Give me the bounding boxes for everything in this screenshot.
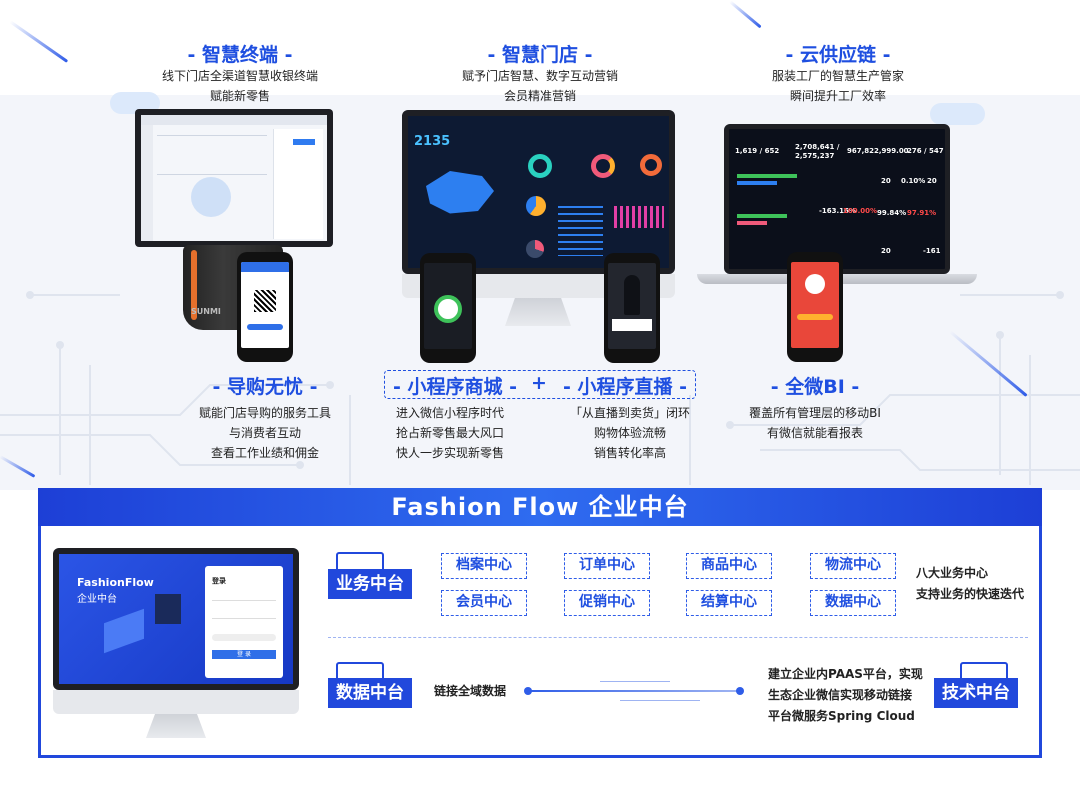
- section-desc-line: 赋能新零售: [209, 89, 270, 103]
- imac-chin: [53, 690, 299, 714]
- isometric-rack-icon: [155, 594, 181, 624]
- mini-program-dashbox: [384, 370, 696, 399]
- phone-live-stream: [604, 253, 660, 363]
- login-title: 登录: [212, 577, 226, 585]
- bi-metric: 1,619 / 652: [735, 147, 780, 155]
- section-title-bi: - 全微BI -: [770, 376, 860, 398]
- section-desc-line: 赋能门店导购的服务工具: [198, 406, 331, 420]
- pos-brand: SUNMI: [191, 307, 221, 316]
- connector-dot: [524, 687, 532, 695]
- business-desc-line: 支持业务的快速迭代: [916, 587, 1025, 601]
- section-desc-line: 会员精准营销: [503, 89, 576, 103]
- fashion-flow-banner: Fashion Flow 企业中台: [38, 488, 1042, 526]
- business-desc-line: 八大业务中心: [916, 566, 989, 580]
- section-desc-line: 购物体验流畅: [593, 426, 666, 440]
- section-desc-line: 有微信就能看报表: [766, 426, 863, 440]
- bi-small: 97.91%: [907, 209, 937, 217]
- qr-code-icon: [254, 290, 276, 312]
- tech-desc-line: 平台微服务Spring Cloud: [768, 709, 915, 723]
- bi-metric: 2,708,641 / 2,575,237: [795, 143, 840, 160]
- bi-dashboard-screen: 1,619 / 652 2,708,641 / 2,575,237 967,82…: [724, 124, 950, 274]
- section-desc-line: 进入微信小程序时代: [395, 406, 504, 420]
- connector-dot: [736, 687, 744, 695]
- connector-line: [600, 681, 670, 682]
- imac-stand: [146, 714, 206, 738]
- data-platform-badge: 数据中台: [328, 678, 412, 708]
- bi-small: 100.00%: [843, 207, 878, 215]
- center-settlement: 结算中心: [686, 590, 772, 616]
- section-desc-line: 销售转化率高: [593, 446, 666, 460]
- bi-metric: 276 / 547: [907, 147, 944, 155]
- cloud-icon: [110, 92, 160, 114]
- center-logistics: 物流中心: [810, 553, 896, 579]
- connector-line: [528, 690, 738, 692]
- platform-frame: [38, 526, 1042, 758]
- login-button[interactable]: 登 录: [212, 650, 276, 659]
- section-title-mini-live: - 小程序直播 -: [562, 376, 687, 398]
- deco-streak: [9, 20, 69, 63]
- section-desc-line: 瞬间提升工厂效率: [789, 89, 886, 103]
- fashionflow-logo: FashionFlow: [77, 576, 154, 589]
- bi-small: 99.84%: [877, 209, 907, 217]
- section-title-guide: - 导购无忧 -: [212, 376, 318, 398]
- bi-small: 20: [881, 177, 891, 185]
- center-data: 数据中心: [810, 590, 896, 616]
- section-title-smart-store: - 智慧门店 -: [487, 44, 593, 66]
- plus-sign: +: [531, 372, 547, 394]
- mini-program-qr-icon: [434, 295, 462, 323]
- tech-platform-badge: 技术中台: [934, 678, 1018, 708]
- divider-dashed: [328, 637, 1028, 638]
- center-order: 订单中心: [564, 553, 650, 579]
- cloud-icon: [930, 103, 985, 125]
- section-desc-line: 赋予门店智慧、数字互动营销: [461, 69, 618, 83]
- isometric-server-icon: [104, 608, 144, 654]
- section-title-smart-terminal: - 智慧终端 -: [187, 44, 293, 66]
- center-member: 会员中心: [441, 590, 527, 616]
- bi-small: 20: [881, 247, 891, 255]
- bi-small: 0.10%: [901, 177, 926, 185]
- store-visitor-number: 2135: [414, 134, 451, 149]
- imac-stand: [505, 298, 571, 326]
- fashionflow-subtitle: 企业中台: [77, 594, 117, 605]
- presenter-icon: [624, 275, 640, 315]
- section-desc-line: 「从直播到卖货」闭环: [569, 406, 690, 420]
- section-title-mini-mall: - 小程序商城 -: [392, 376, 517, 398]
- center-product: 商品中心: [686, 553, 772, 579]
- section-desc-line: 覆盖所有管理层的移动BI: [749, 406, 881, 420]
- business-platform-badge: 业务中台: [328, 569, 412, 599]
- section-desc-line: 服装工厂的智慧生产管家: [771, 69, 904, 83]
- bi-small: 20: [927, 177, 937, 185]
- section-desc-line: 线下门店全渠道智慧收银终端: [161, 69, 318, 83]
- center-promotion: 促销中心: [564, 590, 650, 616]
- data-desc: 链接全域数据: [434, 684, 507, 698]
- phone-bi: [787, 252, 843, 362]
- china-map-icon: [426, 171, 494, 214]
- tech-desc-line: 生态企业微信实现移动链接: [768, 688, 913, 702]
- section-desc-line: 与消费者互动: [228, 426, 301, 440]
- store-dashboard-screen: 2135: [402, 110, 675, 274]
- pos-terminal-screen: [135, 109, 333, 247]
- deco-streak: [729, 0, 762, 29]
- bi-small: -161: [923, 247, 941, 255]
- phone-guide: [237, 252, 293, 362]
- phone-mini-program: [420, 253, 476, 363]
- bi-small: -163.16%: [819, 207, 856, 215]
- circuit-lines: [0, 291, 1080, 485]
- section-desc-line: 快人一步实现新零售: [395, 446, 504, 460]
- center-archive: 档案中心: [441, 553, 527, 579]
- section-desc-line: 查看工作业绩和佣金: [210, 446, 319, 460]
- bi-logo-icon: [805, 274, 825, 294]
- section-title-cloud-supply-chain: - 云供应链 -: [785, 44, 891, 66]
- bi-metric: 967,822,999.00: [847, 147, 909, 155]
- section-desc-line: 抢占新零售最大风口: [395, 426, 504, 440]
- logo-placeholder-icon: [191, 177, 231, 217]
- tech-desc-line: 建立企业内PAAS平台，实现: [768, 667, 923, 681]
- fashionflow-imac: FashionFlow 企业中台 登录 登 录: [53, 548, 299, 690]
- connector-line: [620, 700, 700, 701]
